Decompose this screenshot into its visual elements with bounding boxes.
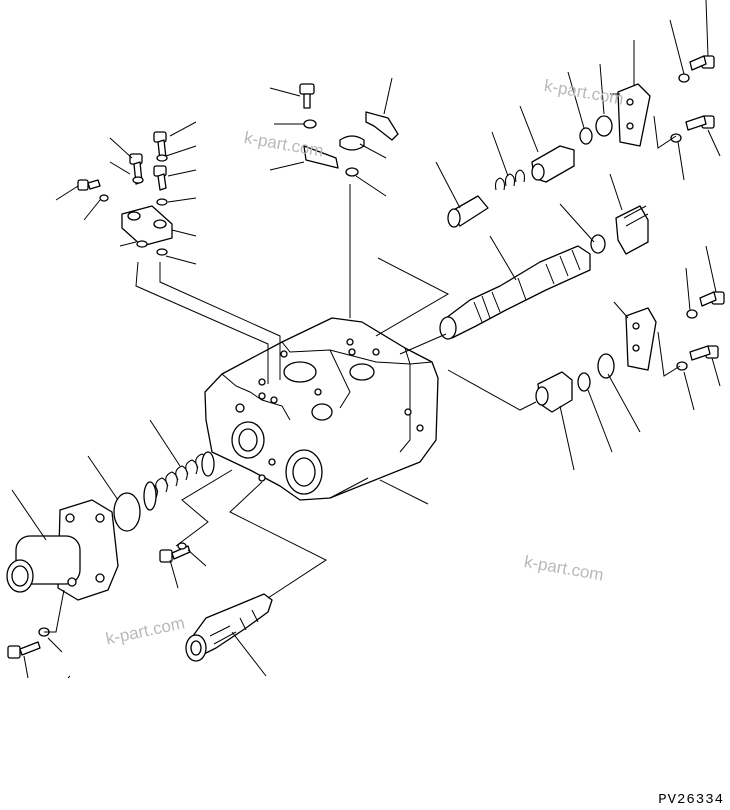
washer: [678, 73, 690, 83]
o-ring: [579, 127, 593, 145]
o-ring: [132, 176, 144, 184]
backup-ring: [595, 115, 613, 137]
spring: [494, 169, 526, 191]
bolt: [77, 179, 101, 191]
spring: [143, 451, 215, 511]
drawing-code: PV26334: [658, 792, 724, 808]
washer: [303, 119, 317, 129]
o-ring: [156, 198, 168, 206]
o-ring: [156, 154, 168, 162]
bolt: [7, 627, 50, 659]
backup-ring: [597, 353, 615, 379]
relief-valve: [185, 593, 273, 662]
bracket: [303, 145, 339, 169]
o-ring: [136, 240, 148, 248]
bolt: [153, 165, 167, 191]
cover-plate: [121, 205, 173, 247]
flange-assembly: [6, 499, 119, 601]
spool: [439, 245, 591, 340]
o-ring: [99, 194, 109, 202]
o-ring: [577, 372, 591, 392]
spool-end: [447, 195, 489, 228]
bolt: [159, 542, 191, 563]
bolt: [299, 83, 315, 109]
bolt: [699, 291, 725, 307]
retainer: [365, 111, 399, 141]
cap: [339, 135, 365, 151]
o-ring: [345, 167, 359, 177]
leader-lines: [11, 0, 721, 679]
o-ring: [113, 492, 141, 532]
seat: [531, 145, 575, 183]
cap: [535, 371, 573, 413]
bolt: [689, 345, 719, 361]
o-ring: [590, 234, 606, 254]
bracket-upper: [617, 83, 651, 147]
washer: [670, 133, 682, 143]
plug: [615, 205, 649, 255]
bolt: [689, 55, 715, 71]
bracket-lower: [625, 307, 657, 371]
o-ring: [156, 248, 168, 256]
bolt: [685, 115, 715, 131]
valve-body: [204, 317, 439, 501]
washer: [676, 361, 688, 371]
washer: [686, 309, 698, 319]
